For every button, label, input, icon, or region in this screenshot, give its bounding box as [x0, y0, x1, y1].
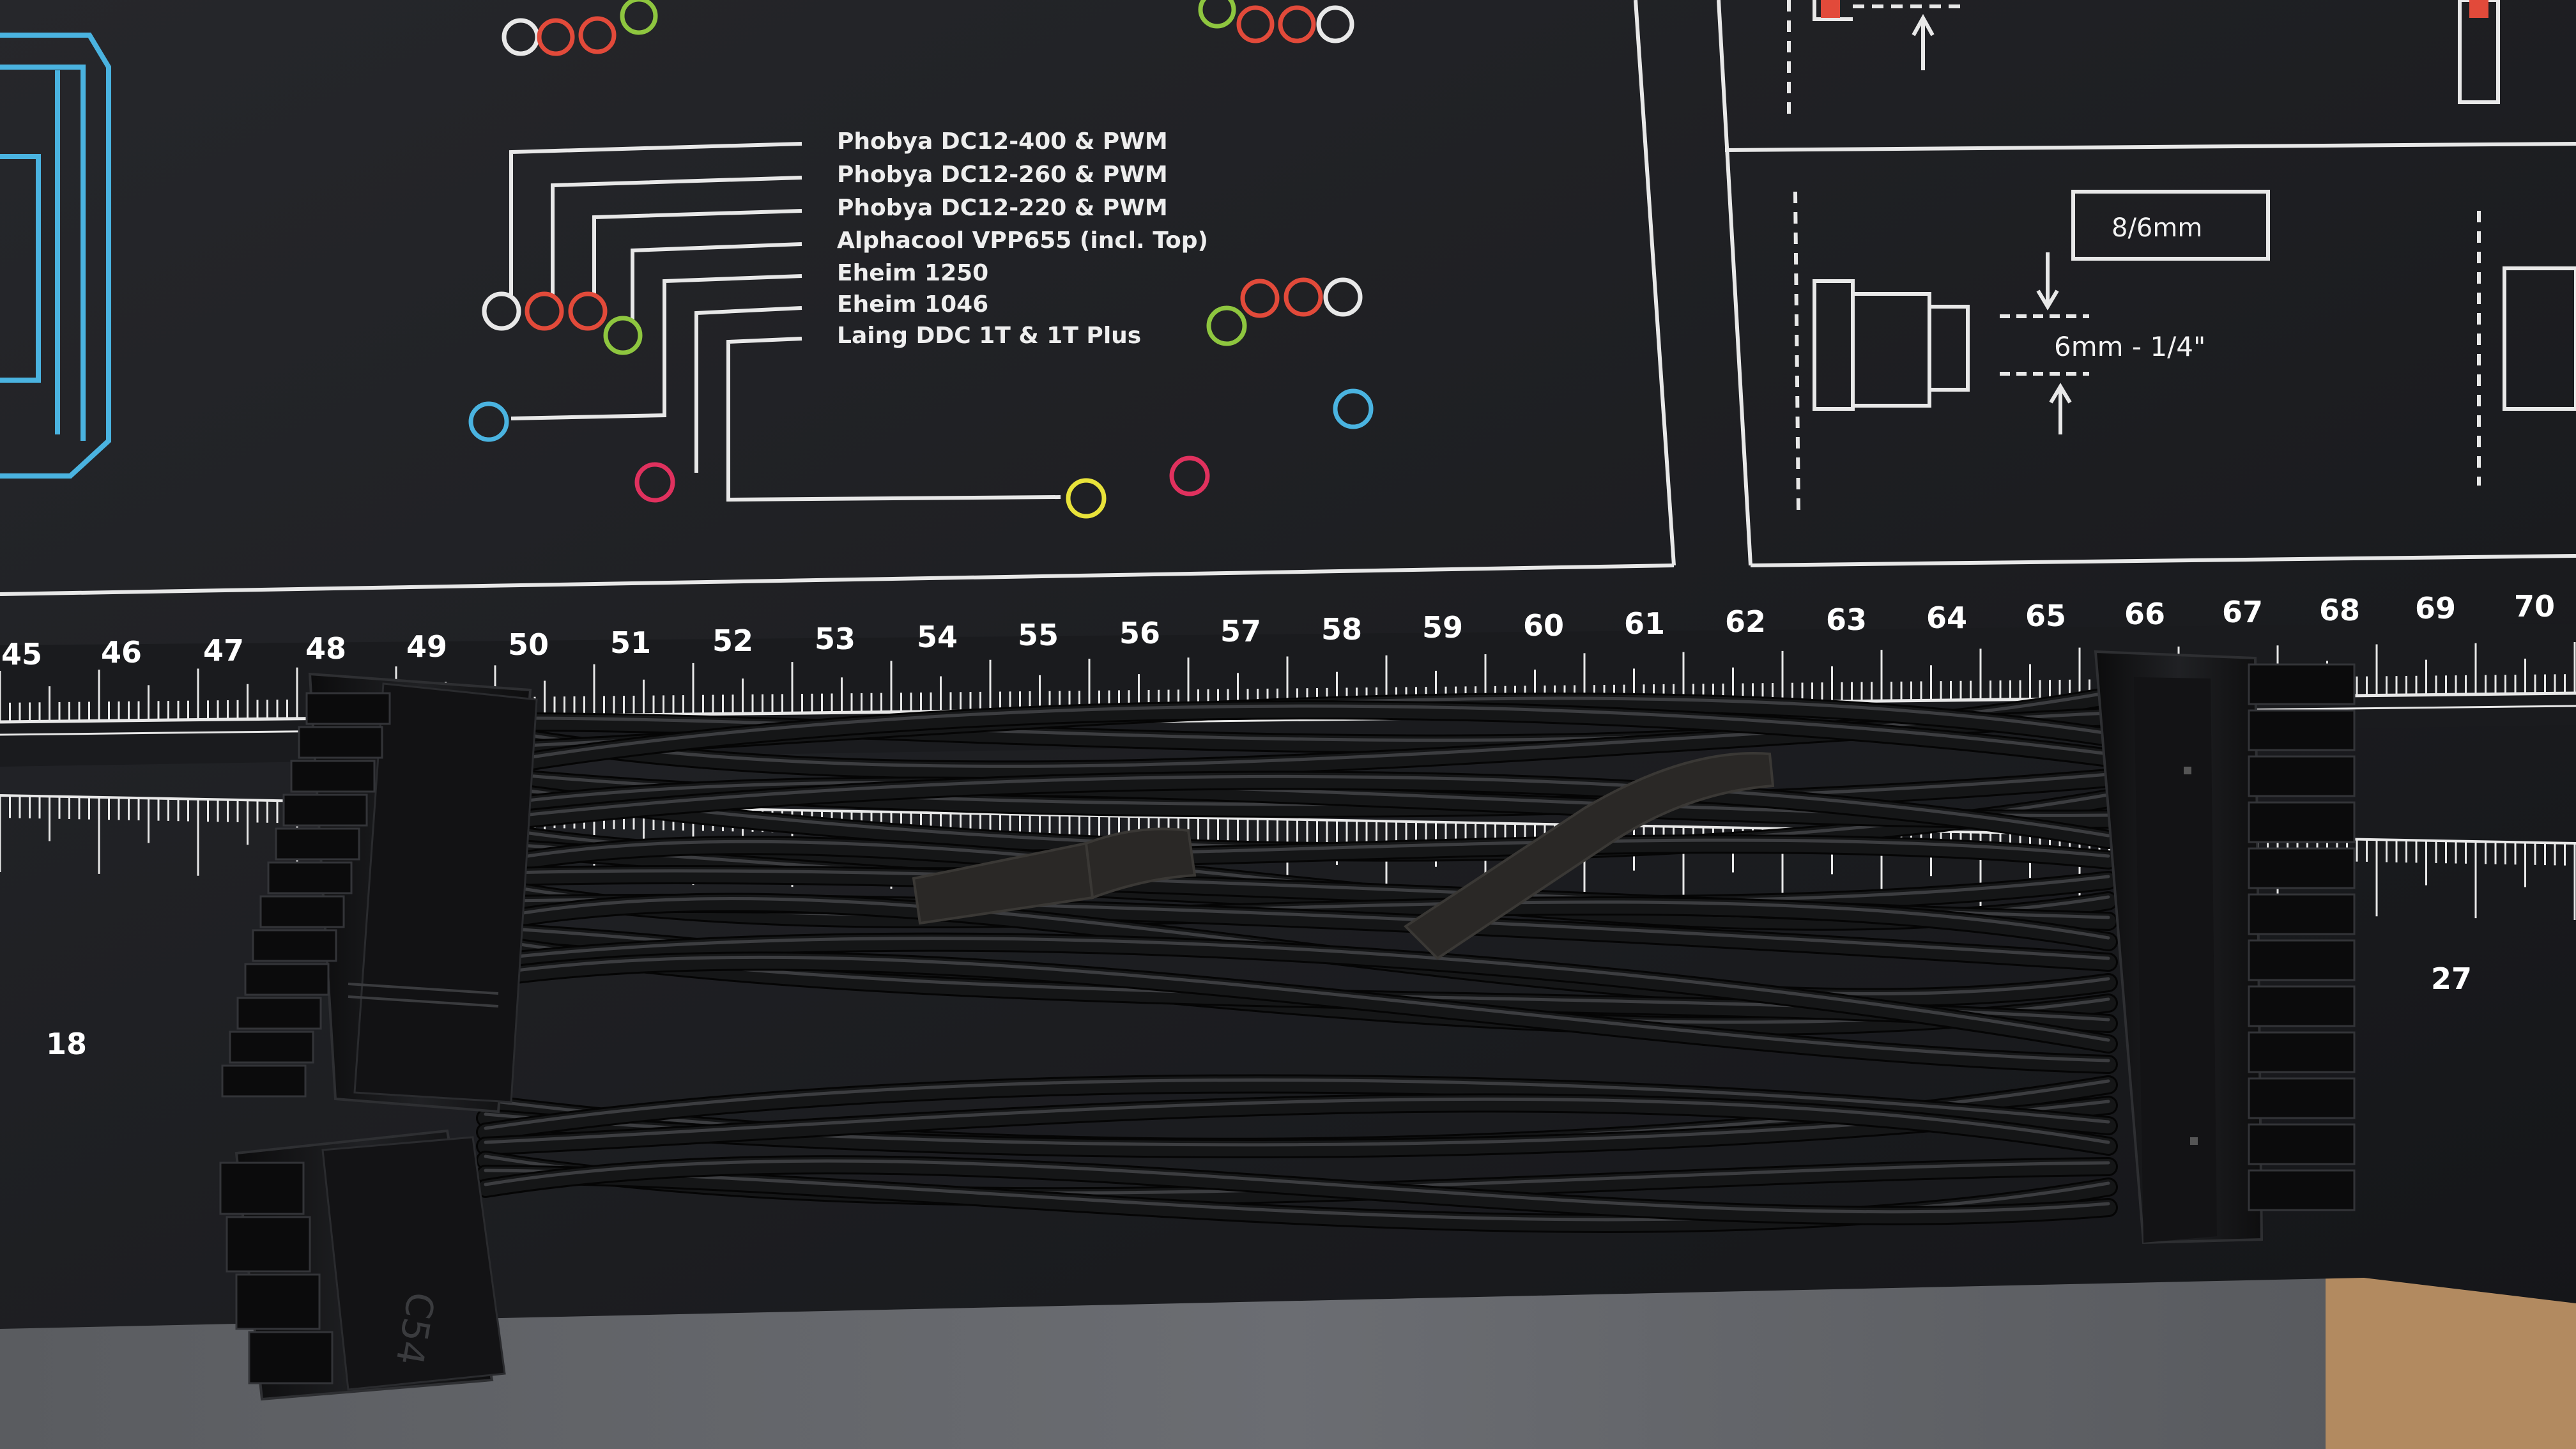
connector-pin — [2248, 893, 2356, 935]
connector-pin — [221, 1064, 307, 1098]
cable-wire — [478, 1076, 2116, 1140]
ruler-number: 69 — [2415, 591, 2456, 625]
ruler-number: 67 — [2222, 595, 2263, 629]
ruler-number: 59 — [1422, 610, 1463, 645]
cable-wire — [503, 702, 2116, 772]
ruler-number: 66 — [2124, 597, 2165, 631]
red-marker-top — [1821, 0, 1840, 18]
ruler-number: 58 — [1321, 612, 1362, 647]
right-24-pin-connector — [2094, 650, 2356, 1245]
cable-bundle — [476, 687, 2118, 1233]
pump-label-2: Phobya DC12-260 & PWM — [837, 162, 1168, 188]
cable-highlight — [484, 1097, 2110, 1144]
ruler-number: 70 — [2514, 589, 2555, 624]
pump-label-4: Alphacool VPP655 (incl. Top) — [837, 227, 1208, 254]
ruler-number: 51 — [610, 625, 651, 660]
mat-panel-borders — [0, 0, 2576, 596]
cable-highlight — [484, 1078, 2110, 1130]
pump-label-1: Phobya DC12-400 & PWM — [837, 128, 1168, 155]
connector-pin — [252, 929, 337, 962]
ruler-number: 45 — [1, 637, 42, 671]
colored-rings — [468, 0, 1374, 519]
left-24-pin-connector — [221, 672, 538, 1114]
cable-highlight — [509, 937, 2110, 1042]
ruler-number: 61 — [1624, 606, 1665, 641]
connector-pin — [2248, 801, 2356, 843]
ruler-number: 46 — [101, 635, 142, 670]
connector-pin — [2248, 709, 2356, 751]
ruler-bottom-right-number: 27 — [2431, 962, 2472, 996]
ruler-number: 47 — [203, 633, 244, 668]
connector-pin — [2248, 755, 2356, 797]
thread-size-label: 6mm - 1/4" — [2054, 331, 2205, 362]
cable-wire — [478, 1095, 2116, 1154]
ruler-number: 52 — [712, 624, 753, 658]
connector-pin — [290, 760, 376, 793]
ruler-number: 62 — [1725, 604, 1766, 639]
red-marker-top-right — [2469, 0, 2488, 18]
ruler-number: 57 — [1220, 614, 1261, 648]
connector-pin — [244, 963, 330, 996]
connector-pin — [2248, 985, 2356, 1027]
cable-highlight — [509, 774, 2110, 838]
connector-pin — [229, 1031, 314, 1064]
tube-size-label: 8/6mm — [2112, 213, 2202, 243]
ruler-top-numbers: 45 46 47 48 49 50 51 52 53 54 55 56 57 5… — [1, 589, 2555, 671]
ruler-number: 63 — [1826, 602, 1867, 637]
connector-pin — [2248, 1031, 2356, 1073]
pump-label-5: Eheim 1250 — [837, 260, 988, 286]
cable-wire — [503, 953, 2116, 1072]
connector-pin — [298, 726, 383, 759]
ruler-number: 49 — [406, 629, 447, 664]
ruler-number: 56 — [1119, 616, 1160, 650]
pump-label-3: Phobya DC12-220 & PWM — [837, 195, 1168, 221]
ruler-number: 55 — [1018, 618, 1059, 652]
connector-pin — [2248, 663, 2356, 705]
ruler-number: 68 — [2319, 593, 2360, 627]
connector-pin — [2248, 1077, 2356, 1119]
connector-pin — [236, 997, 322, 1030]
ruler-number: 60 — [1523, 608, 1564, 643]
cable-highlight — [509, 704, 2110, 762]
connector-pin — [2248, 1169, 2356, 1211]
ruler-number: 65 — [2025, 599, 2066, 633]
connector-pin — [282, 793, 368, 827]
pump-label-6: Eheim 1046 — [837, 291, 988, 318]
connector-pin — [2248, 939, 2356, 981]
fitting-diagram — [1787, 0, 2576, 512]
ruler-number: 54 — [917, 620, 958, 654]
connector-pin — [275, 827, 360, 861]
connector-pin — [2248, 1123, 2356, 1165]
cable-wire — [478, 1157, 2116, 1223]
connector-pin — [259, 895, 345, 928]
connector-pin — [305, 692, 391, 725]
cable-highlight — [509, 955, 2110, 1062]
ruler-number: 50 — [508, 627, 549, 662]
connector-pin — [267, 861, 353, 894]
cable-highlight — [484, 1159, 2110, 1214]
cable-wire — [503, 934, 2116, 1052]
ruler-bottom-left-number: 18 — [46, 1027, 87, 1061]
pump-label-7: Laing DDC 1T & 1T Plus — [837, 323, 1141, 349]
pump-list-lines — [509, 142, 1061, 502]
heat-shrink-sleeves — [912, 752, 1775, 960]
connector-pin — [2248, 847, 2356, 889]
pump-list: Phobya DC12-400 & PWM Phobya DC12-260 & … — [837, 128, 1208, 349]
ruler-number: 53 — [815, 622, 855, 656]
cable-wire — [503, 772, 2116, 847]
bottom-8-pin-connector: C54 — [219, 1129, 506, 1401]
ruler-number: 64 — [1926, 601, 1967, 635]
blue-pump-graphic — [0, 33, 111, 479]
ruler-number: 48 — [305, 631, 346, 666]
